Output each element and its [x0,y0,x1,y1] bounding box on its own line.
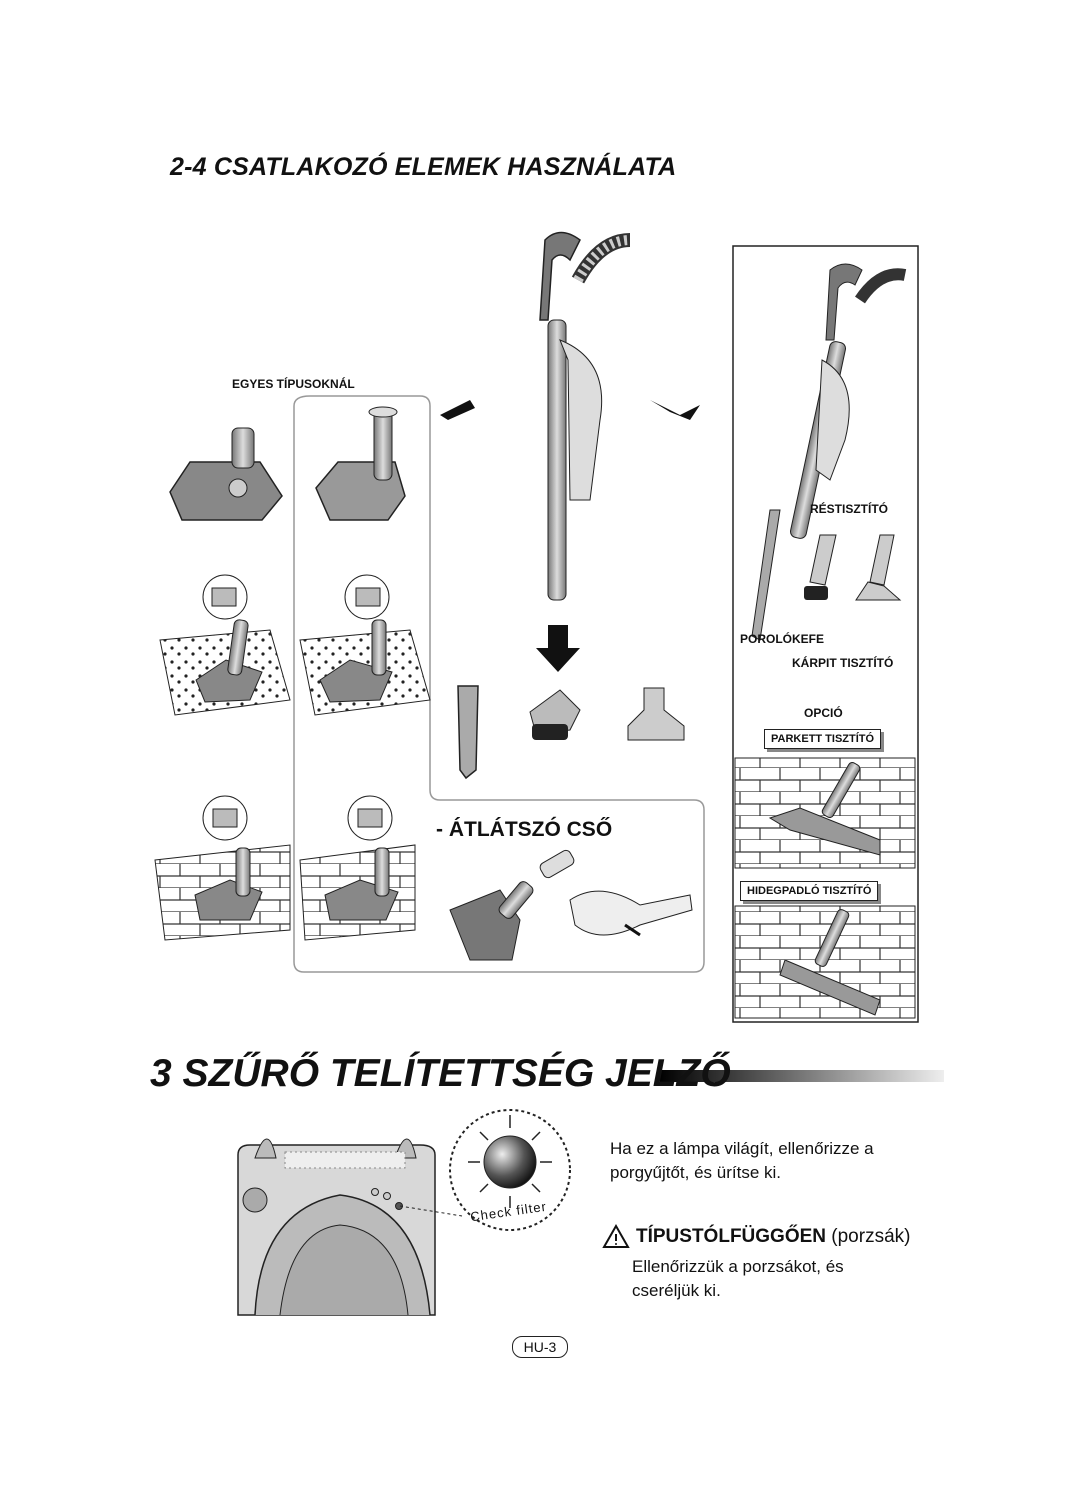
brick-scene-2 [299,795,416,941]
upholstery-tool-label: KÁRPIT TISZTÍTÓ [792,656,894,670]
warning-icon [602,1223,630,1248]
warning-heading-main: TÍPUSTÓLFÜGGŐEN [636,1226,826,1247]
vacuum-body-illustration [237,1138,463,1316]
warning-heading: TÍPUSTÓLFÜGGŐEN (porzsák) [636,1226,910,1248]
transparent-tube-label: - ÁTLÁTSZÓ CSŐ [436,818,613,841]
parquet-brush-scene [734,757,916,869]
filter-instruction: Ha ez a lámpa világít, ellenőrizze a por… [610,1139,874,1182]
accessory-brush [529,689,581,740]
warning-heading-suffix: (porzsák) [831,1226,911,1247]
warning-text: Ellenőrizzük a porzsákot, és cseréljük k… [632,1257,844,1300]
brick-scene-1 [154,795,291,941]
hardfloor-brush-scene [734,905,916,1019]
some-models-label: EGYES TÍPUSOKNÁL [232,377,355,391]
carpet-scene-1 [159,574,291,716]
vacuum-wand-main [539,231,631,601]
crevice-tool-label: RÉSTISZTÍTÓ [810,502,888,516]
arrow-icon [536,625,580,672]
transparent-tube-scene [449,849,693,961]
title-gradient-bar [660,1070,944,1082]
option-label: OPCIÓ [804,706,843,720]
floor-nozzle-plain [169,427,283,521]
hard-floor-brush-label: HIDEGPADLÓ TISZTÍTÓ [740,881,879,901]
section-heading: 2-4 CSATLAKOZÓ ELEMEK HASZNÁLATA [170,153,677,181]
vacuum-wand-right [751,263,907,641]
models-panel-frame [293,395,705,973]
dusting-brush-label: POROLÓKEFE [740,632,825,646]
floor-nozzle-tube [315,406,406,521]
arrow-icon [650,400,700,420]
arrow-icon [440,400,475,420]
accessory-upholstery [627,687,685,741]
carpet-scene-2 [299,574,431,716]
page-number: HU-3 [512,1336,568,1358]
right-panel-frame [732,245,919,1023]
lamp-icon [449,1109,571,1231]
accessory-crevice [457,685,479,780]
filter-section-title: 3 SZŰRŐ TELÍTETTSÉG JELZŐ [150,1052,731,1095]
parquet-brush-label: PARKETT TISZTÍTÓ [764,729,882,749]
